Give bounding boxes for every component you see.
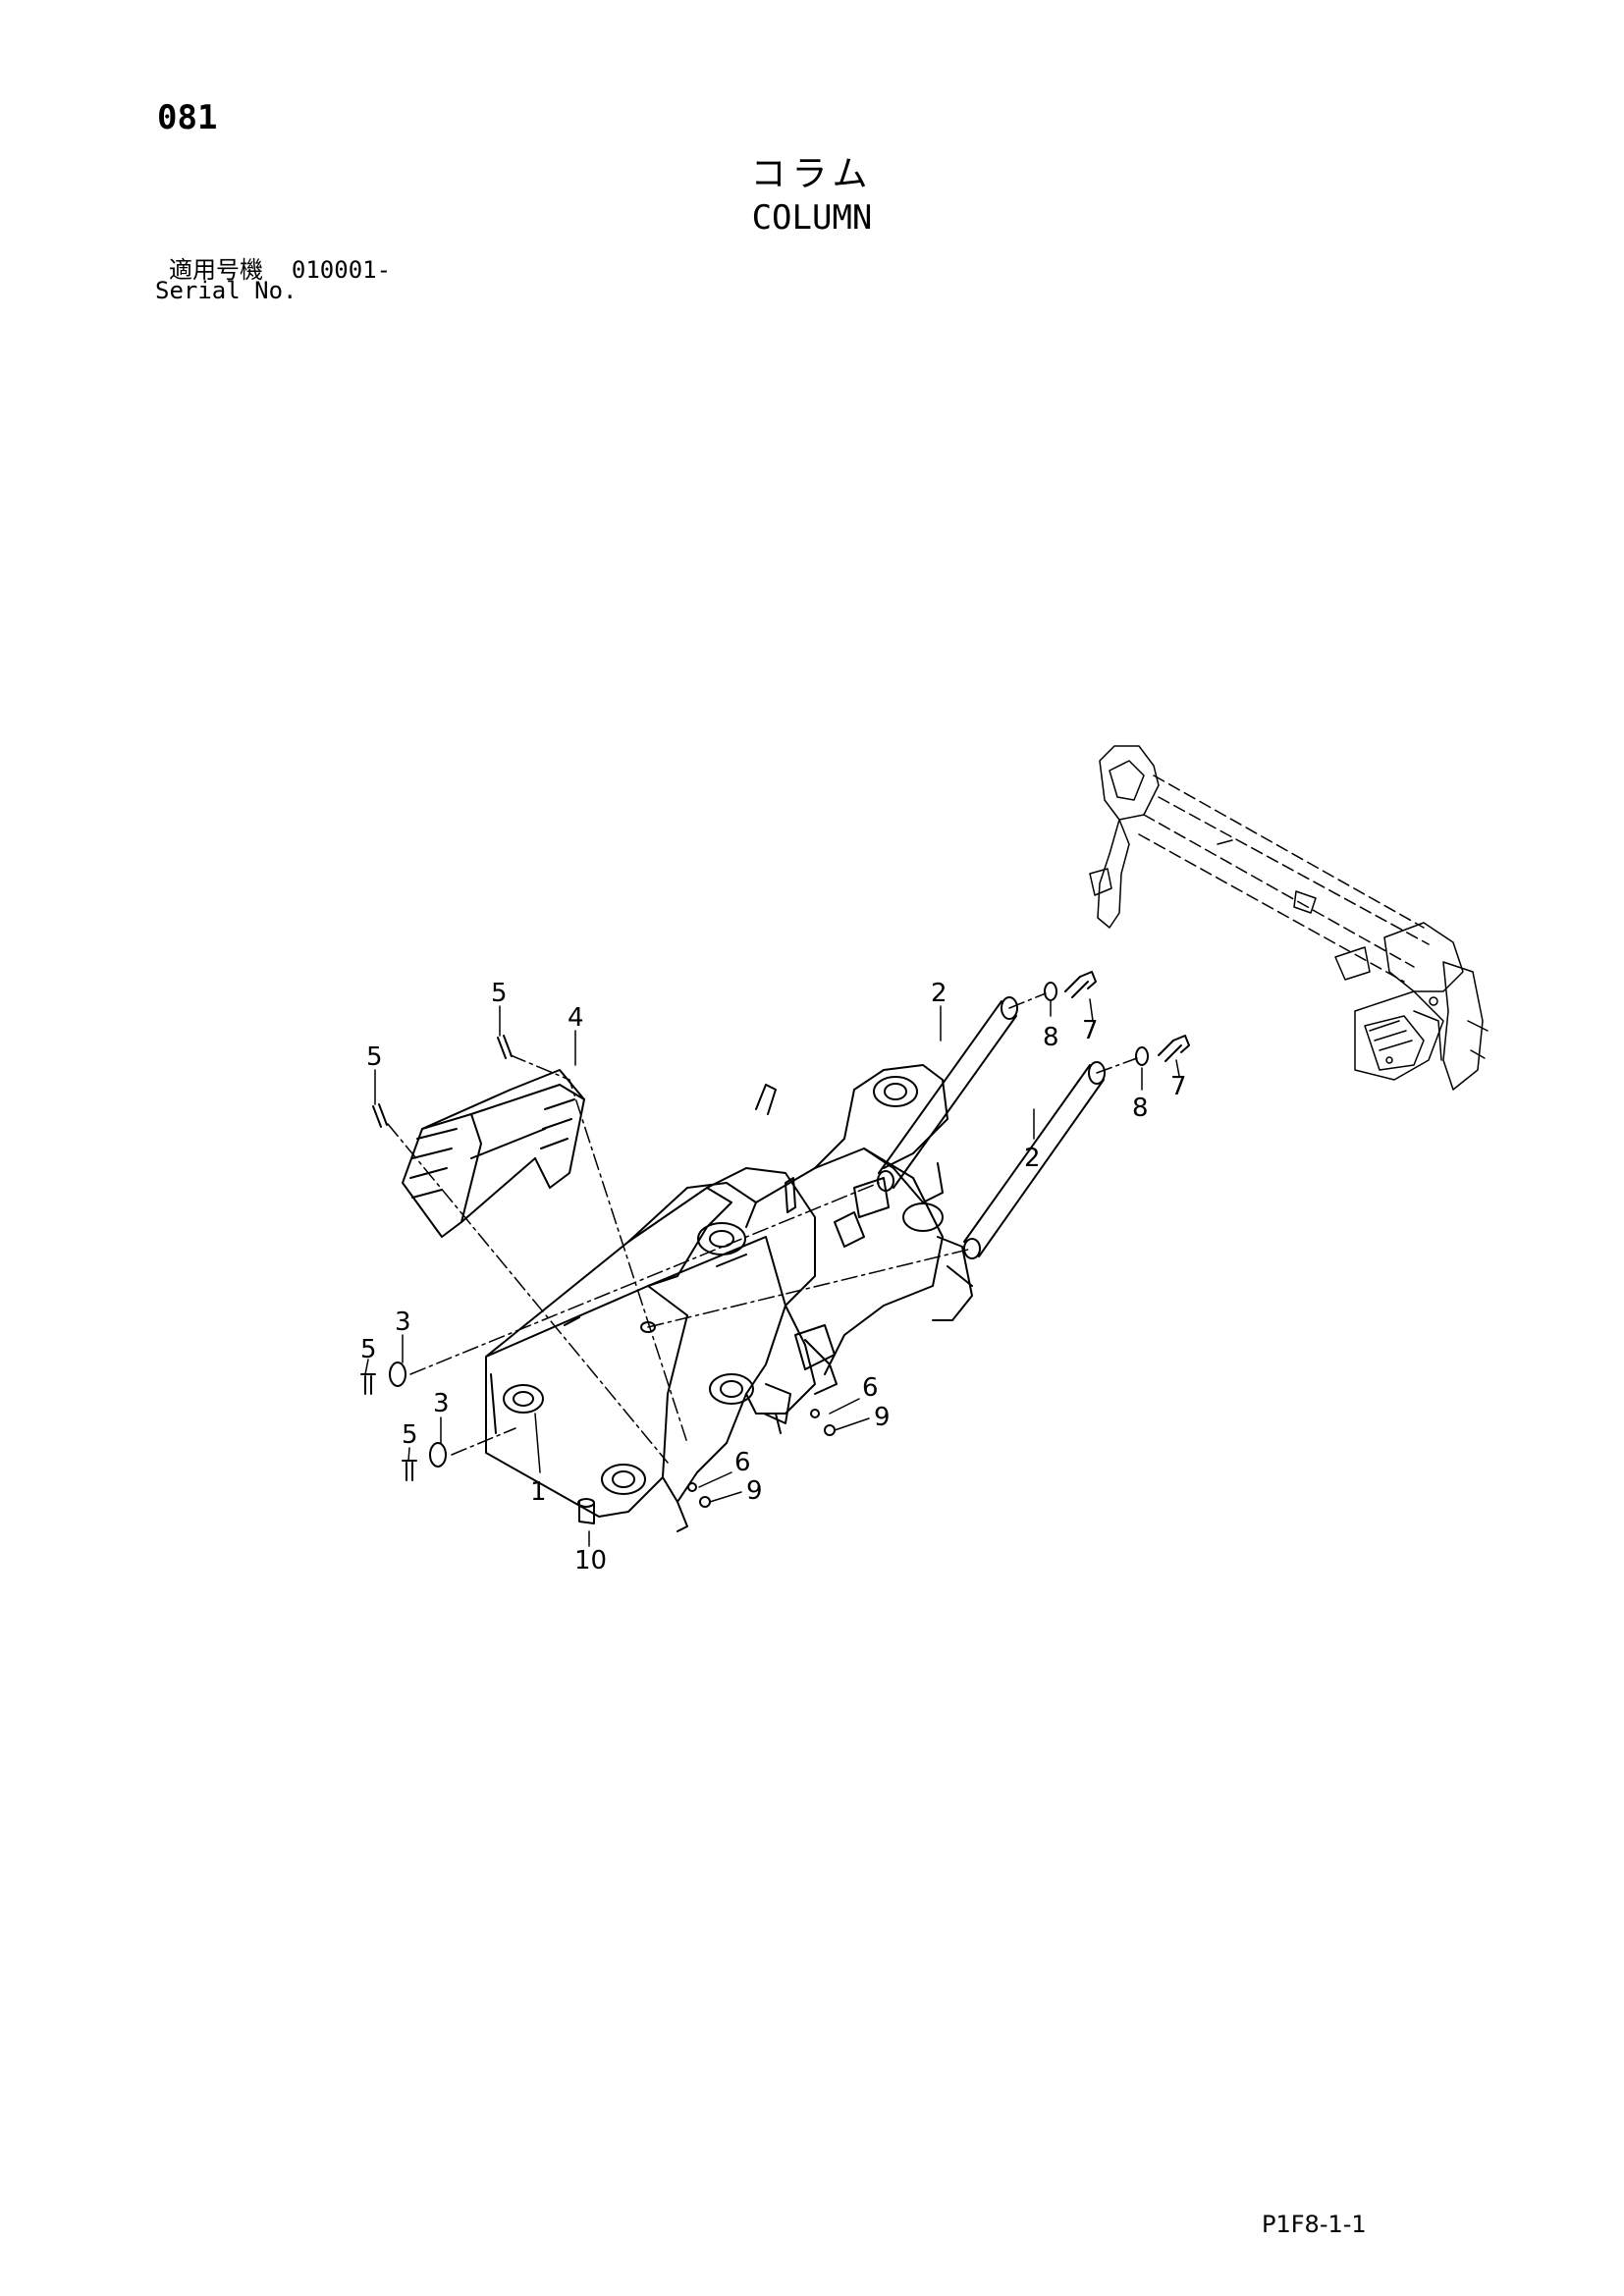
bolt-part-5-low xyxy=(402,1460,417,1481)
callout-5-low: 5 xyxy=(402,1420,418,1450)
callout-6-lower: 6 xyxy=(734,1448,751,1477)
callout-10: 10 xyxy=(574,1546,607,1575)
pin-part-2-lower xyxy=(963,1061,1106,1259)
assembly-lines xyxy=(387,992,1138,1464)
callout-1: 1 xyxy=(530,1477,547,1507)
callout-7-upper: 7 xyxy=(1082,1016,1099,1045)
washer-part-3-lower xyxy=(429,1442,447,1468)
callout-6-upper: 6 xyxy=(862,1373,879,1403)
callout-2-upper: 2 xyxy=(931,979,947,1008)
column-body-part-1 xyxy=(485,1064,973,1532)
callout-5-top: 5 xyxy=(491,979,508,1008)
callout-2-lower: 2 xyxy=(1024,1144,1041,1173)
callout-8-upper: 8 xyxy=(1043,1023,1059,1052)
callout-9-lower: 9 xyxy=(746,1476,763,1506)
part-6-upper xyxy=(810,1409,820,1418)
callout-3-lower: 3 xyxy=(433,1389,450,1418)
page-number: 081 xyxy=(157,98,218,137)
step-guard-part-4 xyxy=(402,1069,585,1238)
part-9-upper xyxy=(824,1424,836,1436)
bushing-part-10 xyxy=(577,1498,595,1524)
serial-label-japanese: 適用号機 xyxy=(169,256,263,284)
bolt-part-7-lower xyxy=(1158,1035,1190,1062)
part-6-lower xyxy=(687,1482,697,1492)
callout-5-left: 5 xyxy=(366,1042,383,1072)
leader-lines xyxy=(364,998,1180,1547)
figure-code: P1F8-1-1 xyxy=(1262,2211,1367,2238)
serial-label-english: Serial No. xyxy=(155,277,298,304)
part-9-lower xyxy=(699,1496,711,1508)
washer-part-8-lower xyxy=(1135,1046,1149,1066)
washer-part-8-upper xyxy=(1044,982,1057,1001)
serial-value: 010001- xyxy=(291,256,392,284)
callout-9-upper: 9 xyxy=(874,1403,891,1432)
bolt-part-5-mid xyxy=(360,1373,376,1395)
bolt-part-5-top xyxy=(497,1035,513,1059)
callout-3-upper: 3 xyxy=(395,1308,411,1337)
locator-thumbnail xyxy=(1089,745,1489,1091)
callout-4: 4 xyxy=(568,1003,584,1033)
pin-part-2-upper xyxy=(877,996,1018,1192)
title-english: COLUMN xyxy=(751,198,873,238)
callout-5-mid: 5 xyxy=(360,1335,377,1364)
callout-8-lower: 8 xyxy=(1132,1094,1149,1123)
bolt-part-7-upper xyxy=(1064,971,1097,998)
washer-part-3-upper xyxy=(389,1362,406,1387)
callout-7-lower: 7 xyxy=(1170,1072,1187,1101)
bolt-part-5-left xyxy=(372,1103,388,1128)
serial-row-japanese: 適用号機 010001- xyxy=(169,250,391,285)
title-japanese: コラム xyxy=(750,154,874,194)
